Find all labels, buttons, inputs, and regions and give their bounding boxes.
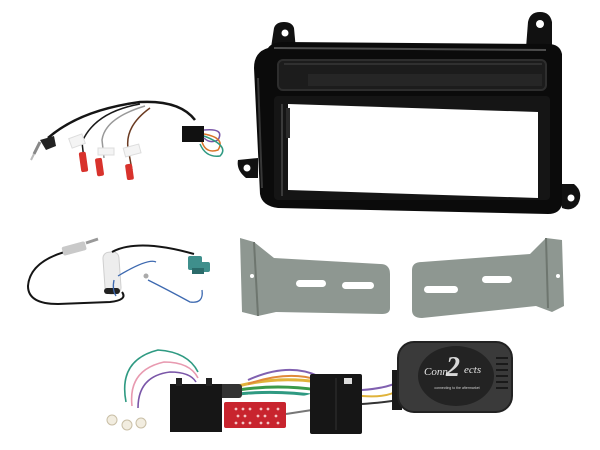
patch-lead	[10, 90, 225, 180]
brand-right: ects	[464, 364, 482, 376]
steering-control-interface: 2 Conn ects connecting to the aftermarke…	[392, 338, 518, 416]
antenna-adapter	[18, 230, 218, 310]
mounting-bracket-right	[408, 236, 568, 320]
fascia-panel	[228, 8, 588, 218]
mounting-bracket-left	[238, 236, 398, 316]
brand-left: Conn	[424, 366, 448, 378]
brand-digit: 2	[446, 352, 460, 383]
brand-tagline: connecting to the aftermarket	[434, 386, 480, 390]
iso-wiring-harness	[98, 340, 418, 440]
interface-brand-logo: 2 Conn ects connecting to the aftermarke…	[422, 352, 492, 394]
